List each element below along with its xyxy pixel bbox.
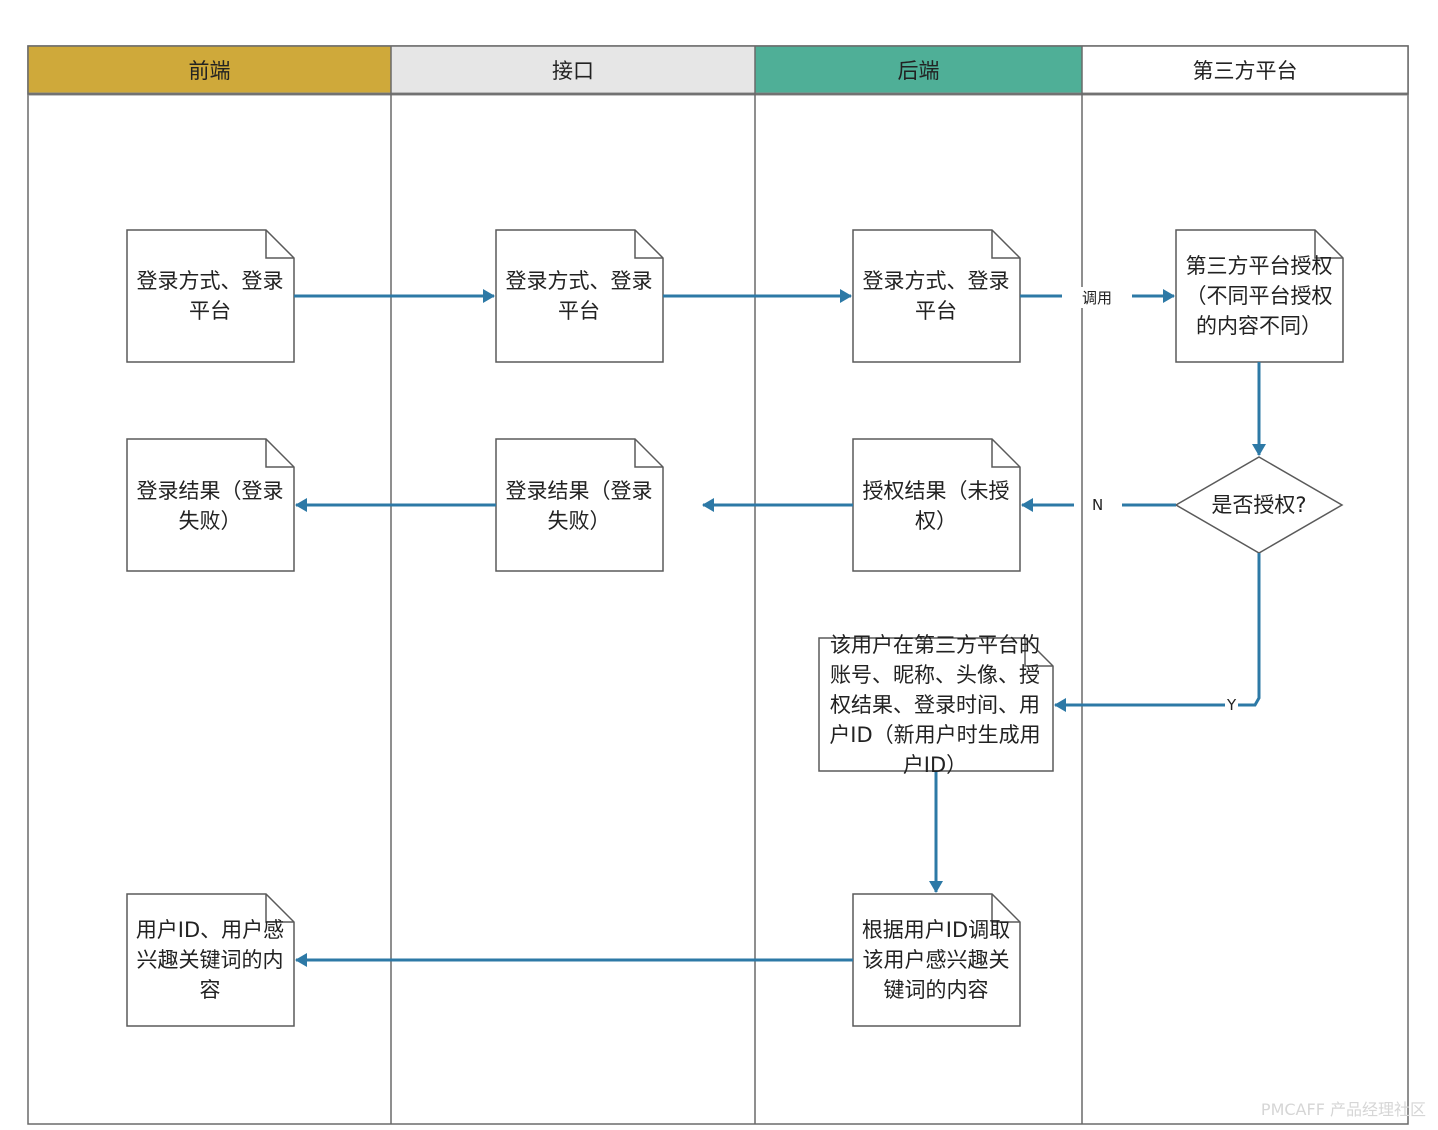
doc-shape-be-login xyxy=(852,229,1021,363)
doc-fold xyxy=(991,439,1020,468)
header-frame xyxy=(27,45,1409,95)
lane-header-bg-thirdparty xyxy=(1082,46,1408,94)
node-frontend-interest-content: 用户ID、用户感兴趣关键词的内容 xyxy=(135,918,285,1002)
doc-fold xyxy=(265,439,294,468)
lane-header-bg-backend xyxy=(755,46,1082,94)
node-backend-fetch-interest: 根据用户ID调取该用户感兴趣关键词的内容 xyxy=(861,918,1011,1002)
doc-fold xyxy=(991,230,1020,259)
node-backend-auth-result: 授权结果（未授权） xyxy=(862,479,1010,533)
doc-fold xyxy=(634,439,663,468)
edge-label-yes: Y xyxy=(1225,696,1239,714)
edge-label-call: 调用 xyxy=(1080,287,1115,308)
lane-header-thirdparty: 第三方平台 xyxy=(1192,59,1298,83)
lane-header-api: 接口 xyxy=(552,59,594,83)
doc-shape-api-login xyxy=(495,229,664,363)
doc-shape-api-result xyxy=(495,438,664,572)
node-api-login-result: 登录结果（登录失败） xyxy=(505,479,653,533)
node-backend-user-account: 该用户在第三方平台的账号、昵称、头像、授权结果、登录时间、用户ID（新用户时生成… xyxy=(829,633,1041,777)
doc-shape-be-result xyxy=(852,438,1021,572)
doc-shape-be-interest xyxy=(852,893,1021,1027)
doc-fold xyxy=(991,894,1020,923)
node-decision-authorized: 是否授权? xyxy=(1211,493,1307,517)
node-frontend-login-result: 登录结果（登录失败） xyxy=(136,479,284,533)
node-frontend-login-method: 登录方式、登录平台 xyxy=(136,269,284,323)
lane-header-frontend: 前端 xyxy=(188,59,231,83)
watermark-text: PMCAFF 产品经理社区 xyxy=(1260,1100,1426,1119)
doc-shape-fe-login xyxy=(126,229,295,363)
node-backend-login-method: 登录方式、登录平台 xyxy=(862,269,1010,323)
edge-label-no: N xyxy=(1090,496,1106,514)
doc-fold xyxy=(265,894,294,923)
lane-header-bg-frontend xyxy=(28,46,391,94)
doc-shape-be-account xyxy=(818,637,1054,772)
doc-shape-fe-interest xyxy=(126,893,295,1027)
node-thirdparty-authorization: 第三方平台授权（不同平台授权的内容不同） xyxy=(1185,254,1333,338)
node-api-login-method: 登录方式、登录平台 xyxy=(505,269,653,323)
doc-shape-fe-result xyxy=(126,438,295,572)
lane-header-backend: 后端 xyxy=(897,59,940,83)
doc-fold xyxy=(1024,638,1053,667)
doc-shape-tp-auth xyxy=(1175,229,1344,363)
lane-header-bg-api xyxy=(391,46,755,94)
edge-decision-yes xyxy=(1210,553,1261,707)
doc-fold xyxy=(1314,230,1343,259)
doc-fold xyxy=(634,230,663,259)
doc-fold xyxy=(265,230,294,259)
